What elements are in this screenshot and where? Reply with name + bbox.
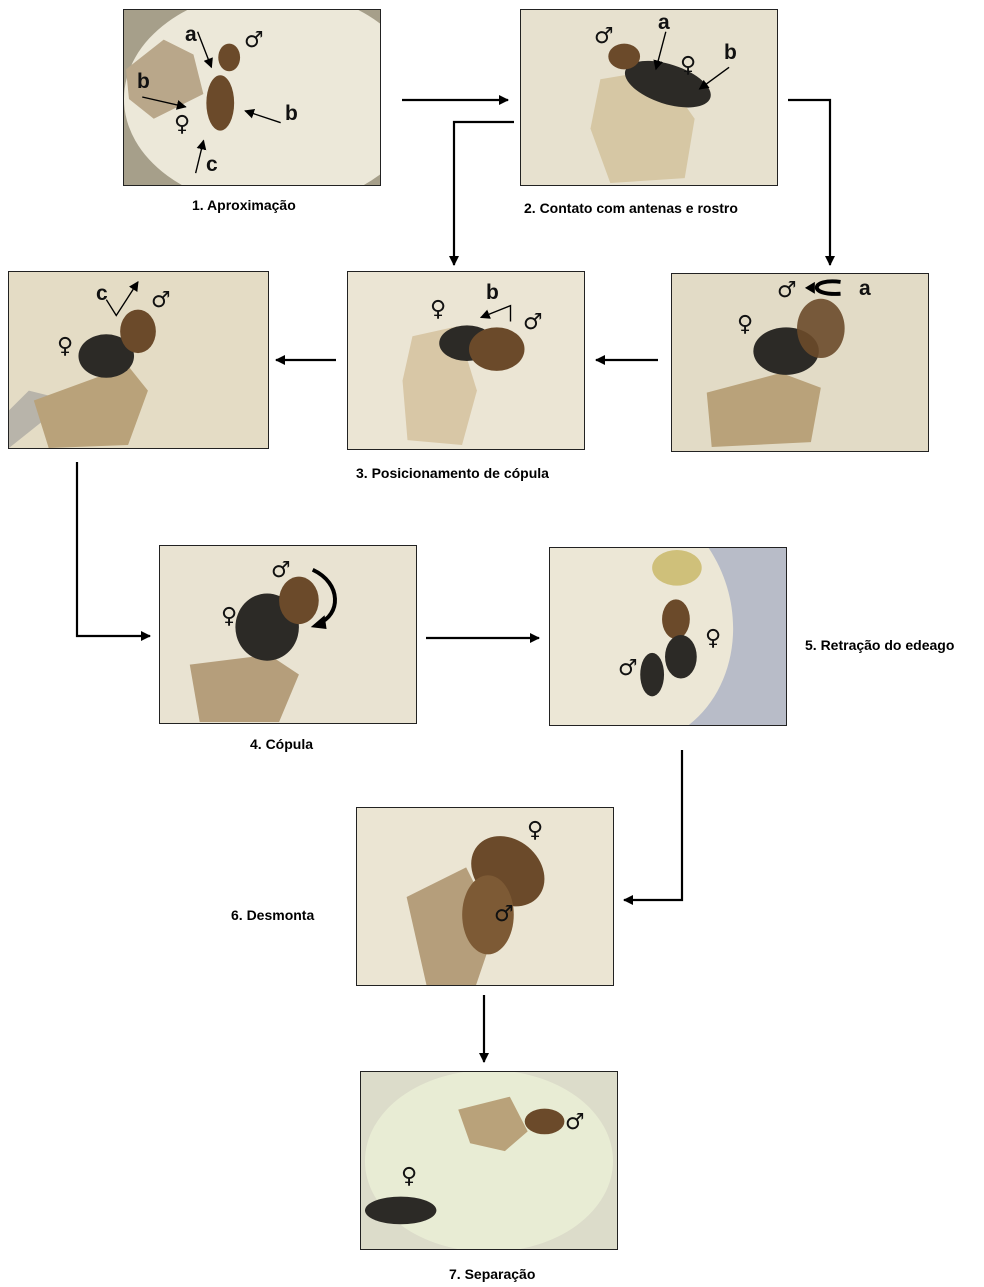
- caption-step-1: 1. Aproximação: [192, 198, 296, 212]
- caption-step-3: 3. Posicionamento de cópula: [356, 466, 549, 480]
- caption-step-2: 2. Contato com antenas e rostro: [524, 201, 738, 215]
- caption-step-5: 5. Retração do edeago: [805, 638, 954, 652]
- photo-aedeagus-retraction: ♀ ♂: [549, 547, 787, 726]
- caption-step-4: 4. Cópula: [250, 737, 313, 751]
- female-symbol: ♀: [401, 1166, 417, 1188]
- arrow-5-to-6: [624, 750, 682, 900]
- photo-dismount: ♀ ♂: [356, 807, 614, 986]
- arrow-2-to-3b: [454, 122, 514, 265]
- photo-copulation: ♂ ♀: [159, 545, 417, 724]
- arrow-3-to-4: [77, 462, 150, 636]
- caption-step-6: 6. Desmonta: [231, 908, 314, 922]
- female-symbol: ♀: [705, 628, 721, 650]
- photo-approach: a ♂ b b ♀ c: [123, 9, 381, 186]
- arrow-2-to-3a: [788, 100, 830, 265]
- photo-positioning-c: c ♂ ♀: [8, 271, 269, 449]
- caption-step-7: 7. Separação: [449, 1267, 535, 1281]
- photo-separation: ♂ ♀: [360, 1071, 618, 1250]
- male-symbol: ♂: [618, 658, 638, 680]
- male-symbol: ♂: [494, 904, 514, 926]
- female-symbol: ♀: [527, 820, 543, 842]
- photo-positioning-a: ♂ a ♀: [671, 273, 929, 452]
- male-symbol: ♂: [565, 1112, 585, 1134]
- photo-positioning-b: ♀ b ♂: [347, 271, 585, 450]
- photo-antenna-contact: ♂ a ♀ b: [520, 9, 778, 186]
